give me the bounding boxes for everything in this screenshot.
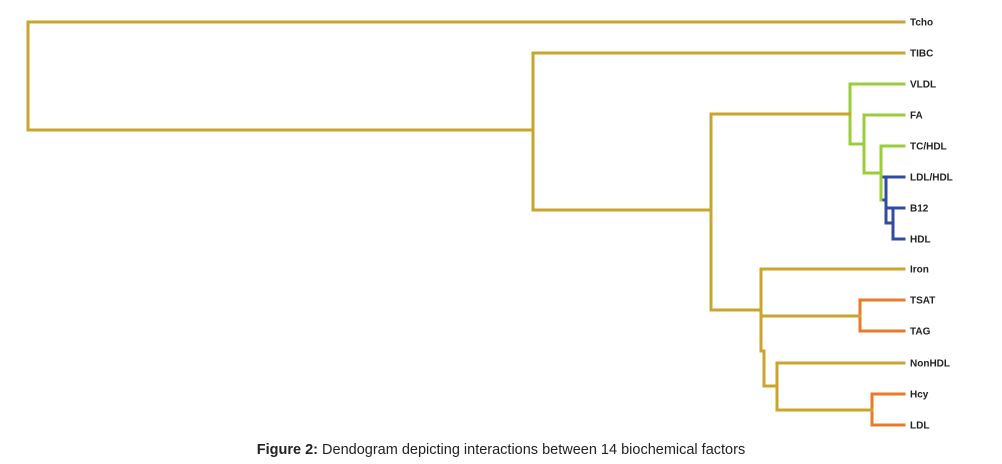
leaf-label: FA [910,111,923,122]
leaf-label: HDL [910,235,931,246]
leaf-label: LDL [910,421,929,432]
leaf-label: VLDL [910,80,936,91]
leaf-label: TAG [910,327,931,338]
figure-caption: Figure 2: Dendogram depicting interactio… [0,442,1002,458]
figure-label: Figure 2: [256,442,319,458]
dendrogram-branches [26,20,906,427]
leaf-label: TSAT [910,296,935,307]
leaf-label: Tcho [910,18,933,29]
leaf-label: NonHDL [910,359,950,370]
leaf-label: TIBC [910,49,933,60]
leaf-label: TC/HDL [910,142,947,153]
caption-text: Dendogram depicting interactions between… [318,442,746,458]
leaf-label: B12 [910,204,929,215]
leaf-label: LDL/HDL [910,173,953,184]
leaf-label: Hcy [910,390,929,401]
leaf-label: Iron [910,265,929,276]
